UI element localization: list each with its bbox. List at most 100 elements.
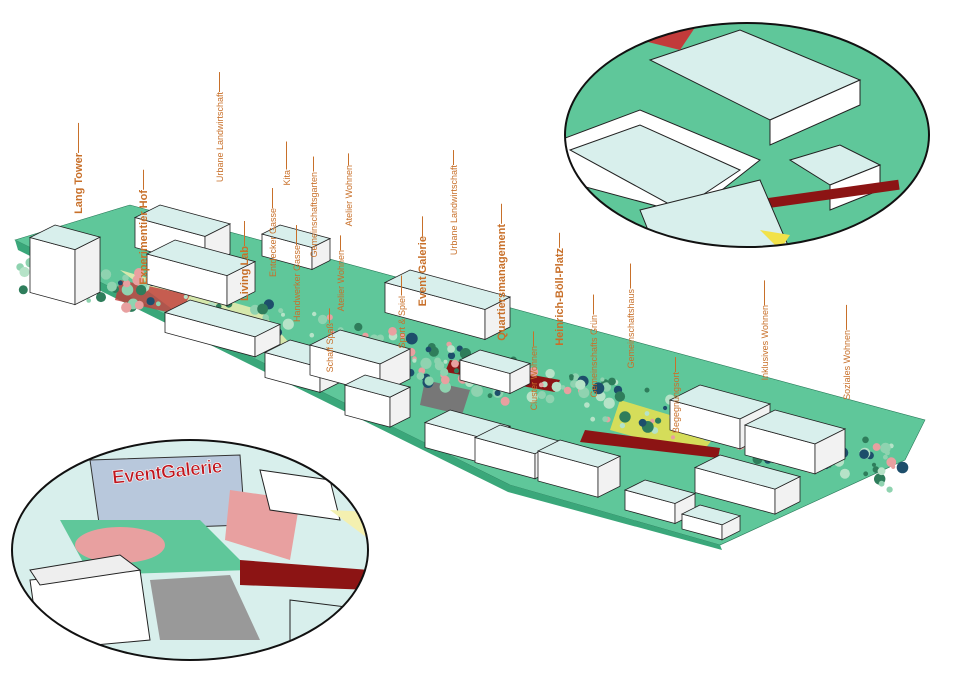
label-gemeinschaftsgarten: Gemeinschaftsgarten (309, 172, 319, 258)
tree-icon (563, 386, 572, 395)
label-urbane-landwirtschaft-1: Urbane Landwirtschaft (215, 92, 225, 183)
tree-icon (644, 411, 650, 416)
label-atelier-wohnen-1: Atelier Wohnen (344, 165, 354, 227)
tree-icon (257, 303, 268, 315)
tree-icon (434, 361, 445, 371)
label-atelier-wohnen-2: Atelier Wohnen (336, 250, 346, 312)
building-face (458, 349, 532, 374)
tree-icon (603, 397, 615, 409)
tree-icon (614, 391, 626, 402)
tree-icon (602, 416, 609, 422)
tree-icon (584, 402, 590, 408)
tree-icon (441, 375, 450, 385)
detail-inset-bottom (11, 439, 369, 661)
label-event-galerie: Event Galerie (417, 236, 429, 307)
tree-icon (388, 327, 397, 336)
tree-icon (121, 283, 134, 296)
tree-icon (262, 314, 270, 321)
tree-icon (451, 359, 459, 368)
label-quartiersmanagement: Quartiersmanagement (496, 224, 508, 341)
tree-icon (416, 372, 425, 380)
tree-icon (440, 368, 449, 377)
tree-icon (122, 274, 129, 282)
tree-icon (883, 454, 888, 460)
detail-inset-top (564, 22, 930, 248)
tree-icon (896, 461, 909, 474)
label-begegnungsort: Begegnungsort (671, 372, 681, 434)
building-face (536, 439, 622, 468)
tree-icon (443, 359, 448, 364)
building-face (680, 504, 742, 526)
tree-icon (569, 376, 574, 381)
tree-icon (538, 382, 544, 388)
tree-icon (309, 332, 315, 338)
label-sport-spiel: Sport & Spiel (397, 296, 407, 349)
tree-icon (412, 358, 417, 363)
tree-icon (872, 443, 881, 451)
tree-icon (454, 368, 459, 374)
tree-icon (439, 381, 451, 393)
building-face (28, 224, 102, 251)
tree-icon (650, 418, 655, 424)
tree-icon (655, 417, 662, 424)
tree-icon (619, 411, 631, 423)
tree-icon (424, 376, 434, 386)
tree-icon (106, 281, 117, 292)
tree-icon (670, 435, 676, 440)
tree-icon (871, 462, 877, 467)
label-schaff-spass: Schaff Spaß (325, 323, 335, 373)
tree-icon (354, 322, 363, 332)
building-face (145, 239, 257, 277)
tree-icon (600, 377, 605, 382)
label-urbane-landwirtschaft-2: Urbane Landwirtschaft (449, 165, 459, 256)
tree-icon (19, 266, 30, 278)
tree-icon (420, 357, 432, 369)
tree-icon (312, 311, 317, 317)
tree-icon (872, 466, 880, 473)
tree-icon (571, 373, 580, 381)
tree-icon (376, 334, 384, 342)
tree-icon (663, 405, 668, 411)
tree-icon (405, 332, 418, 345)
tree-icon (545, 368, 555, 379)
building-face (473, 424, 562, 455)
buildings (28, 204, 847, 541)
label-entdecker-gasse: Entdecker Gasse (268, 208, 278, 278)
tree-icon (877, 467, 886, 476)
building-face (163, 299, 282, 338)
label-lang-tower: Lang Tower (73, 153, 85, 214)
tree-icon (500, 396, 510, 406)
tree-icon (447, 352, 456, 360)
tree-icon (638, 418, 647, 427)
label-cluster-wohnen: Cluster Wohnen (529, 346, 539, 411)
tree-icon (155, 301, 161, 307)
tree-icon (575, 379, 586, 390)
label-kita: Kita (282, 170, 292, 186)
label-handwerker-gasse: Handwerker Gasse (292, 245, 302, 323)
label-heinrich-boell-platz: Heinrich-Böll-Platz (554, 248, 566, 346)
tree-icon (608, 377, 616, 386)
label-gemeinschaftshaus: Gemeinschaftshaus (626, 289, 636, 369)
label-experimentier-hof: Experimentier Hof (138, 190, 150, 285)
tree-icon (425, 346, 432, 353)
tree-icon (537, 391, 546, 399)
tree-icon (545, 394, 555, 404)
tree-icon (884, 450, 890, 456)
tree-icon (447, 345, 455, 353)
tree-icon (18, 285, 28, 295)
tree-icon (121, 302, 132, 313)
tree-icon (560, 385, 566, 390)
building-face (308, 329, 412, 365)
tree-icon (134, 300, 144, 310)
tree-icon (839, 468, 850, 479)
tree-icon (619, 422, 626, 429)
label-gemeinschafts-gruen: Gemeinschafts Grün (589, 315, 599, 398)
tree-icon (487, 393, 493, 399)
tree-icon (100, 269, 112, 280)
tree-icon (891, 464, 896, 469)
building-face (623, 479, 697, 504)
tree-icon (471, 385, 483, 397)
tree-icon (578, 387, 590, 399)
